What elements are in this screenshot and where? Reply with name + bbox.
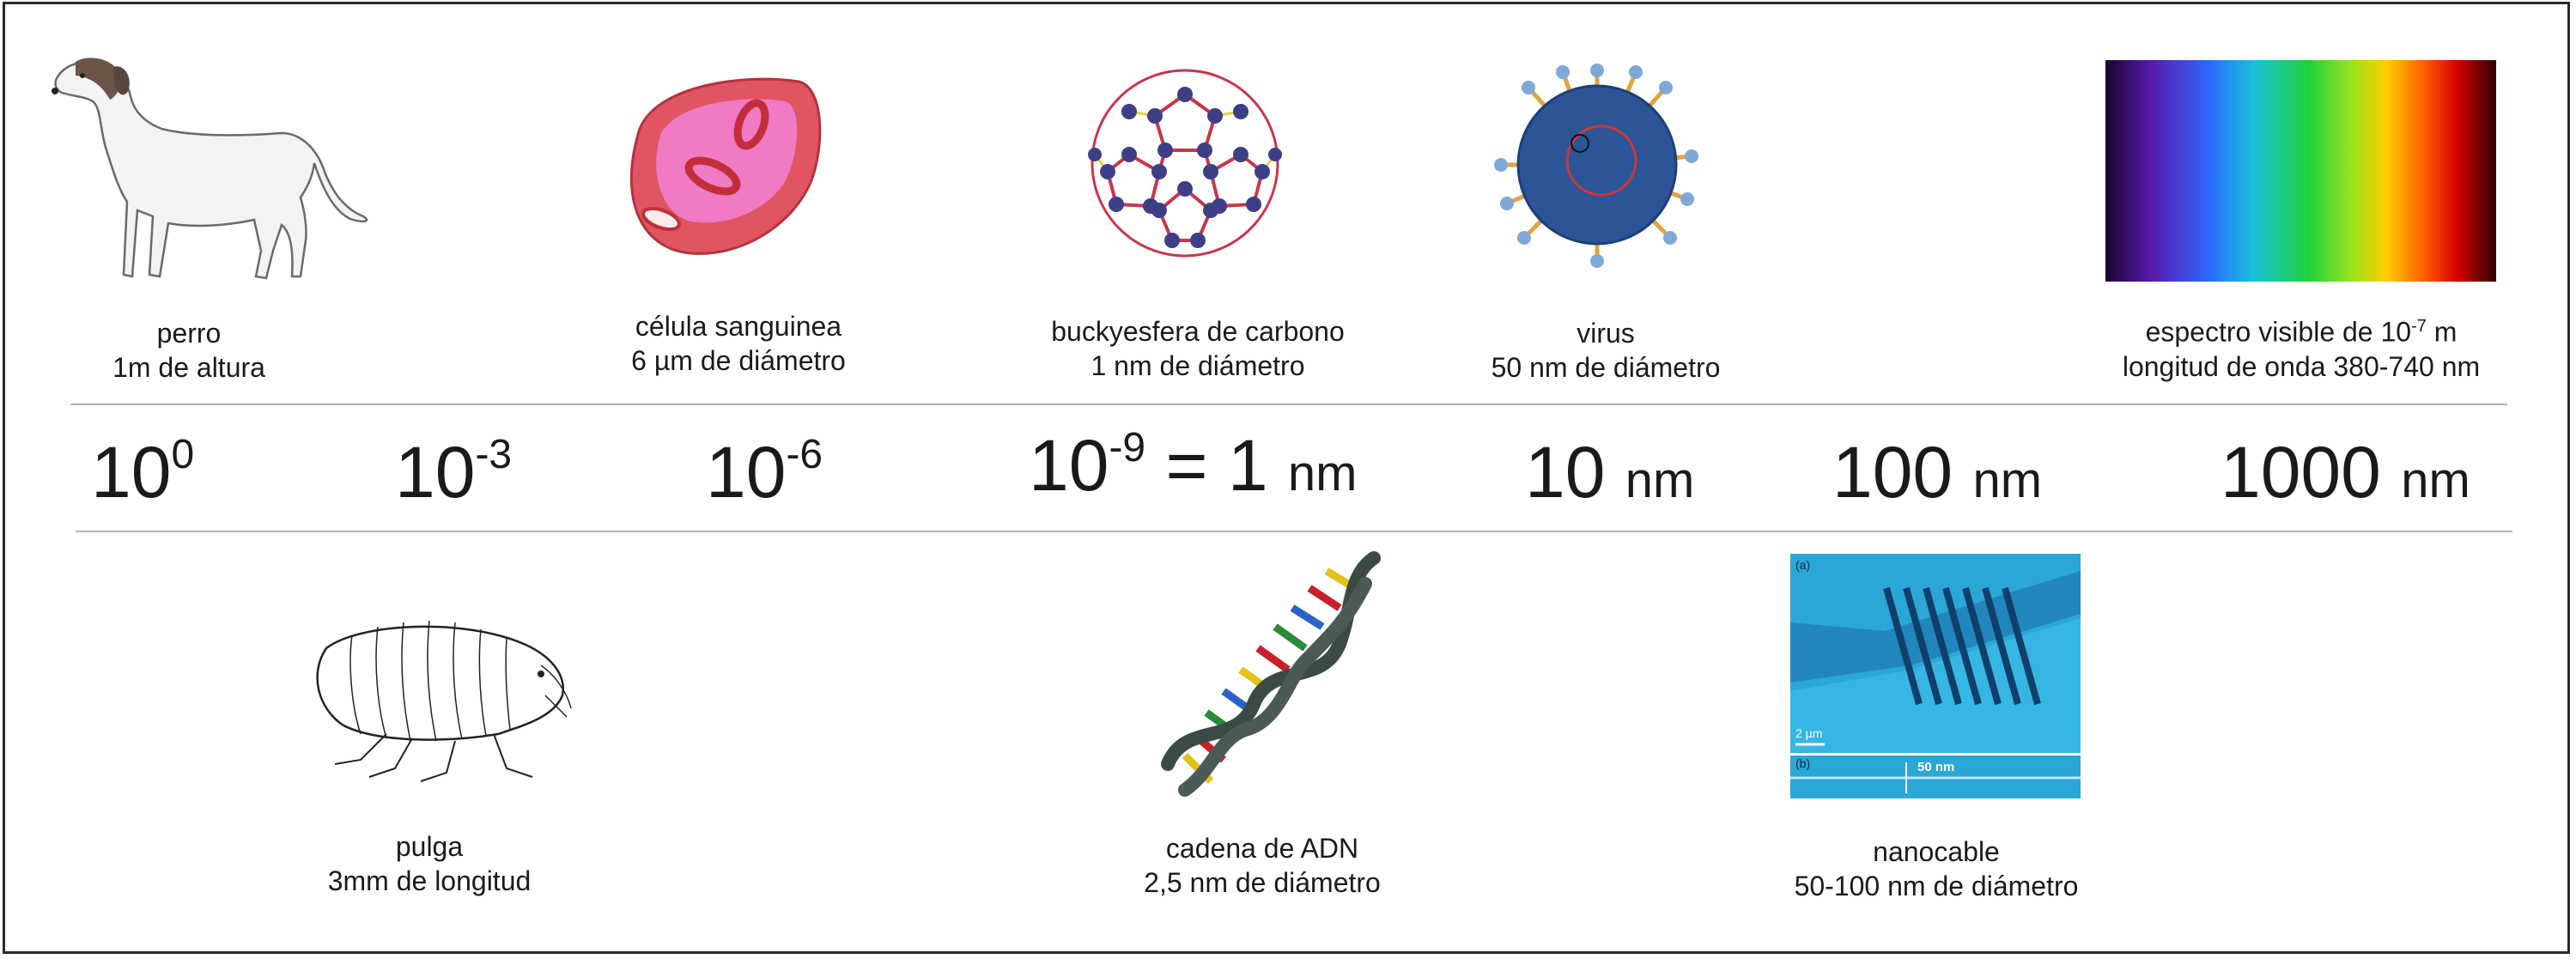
caption-pulga-size: 3mm de longitud bbox=[327, 865, 532, 896]
micrograph-scalebar: 2 µm bbox=[1795, 726, 1822, 740]
virus-illustration bbox=[1494, 64, 1698, 268]
nanowire-micrograph: (a) 2 µm (b) 50 nm bbox=[1790, 554, 2081, 798]
caption-bucky-name: buckyesfera de carbono bbox=[1051, 316, 1345, 347]
caption-espectro: espectro visible de 10-7 m longitud de o… bbox=[2061, 309, 2542, 384]
scale-10-0: 100 bbox=[91, 432, 195, 513]
caption-nanocable: nanocable 50-100 nm de diámetro bbox=[1760, 835, 2112, 903]
caption-nanocable-size: 50-100 nm de diámetro bbox=[1794, 871, 2079, 901]
nanowire-micrograph-a: (a) 2 µm bbox=[1790, 554, 2081, 753]
scale-10-nm: 10 nm bbox=[1525, 432, 1695, 513]
blood-cell-illustration bbox=[629, 77, 822, 255]
scale-100-nm: 100 nm bbox=[1832, 432, 2043, 513]
caption-pulga-name: pulga bbox=[395, 831, 464, 862]
caption-nanocable-name: nanocable bbox=[1873, 836, 2000, 867]
scale-bottom-rule bbox=[76, 531, 2512, 532]
caption-celula-size: 6 µm de diámetro bbox=[631, 345, 846, 376]
buckyball-illustration bbox=[1088, 69, 1282, 258]
caption-perro-size: 1m de altura bbox=[112, 352, 265, 383]
dna-illustration bbox=[1161, 551, 1381, 797]
caption-celula-name: célula sanguinea bbox=[635, 311, 842, 342]
caption-perro: perro 1m de altura bbox=[52, 316, 326, 385]
flea-illustration bbox=[316, 620, 572, 782]
scale-top-rule bbox=[70, 404, 2507, 405]
dog-illustration bbox=[52, 58, 368, 280]
nanowire-micrograph-b: (b) 50 nm bbox=[1790, 756, 2081, 798]
caption-adn: cadena de ADN 2,5 nm de diámetro bbox=[1108, 831, 1417, 900]
micrograph-wire-label: 50 nm bbox=[1917, 760, 1954, 774]
micrograph-label-a: (a) bbox=[1795, 558, 1810, 572]
caption-virus-size: 50 nm de diámetro bbox=[1491, 352, 1721, 383]
caption-virus-name: virus bbox=[1577, 318, 1635, 349]
scale-10-minus-9: 10-9 = 1 nm bbox=[1029, 425, 1358, 506]
caption-perro-name: perro bbox=[156, 318, 222, 349]
caption-virus: virus 50 nm de diámetro bbox=[1451, 316, 1760, 385]
scale-10-minus-6: 10-6 bbox=[706, 432, 823, 513]
caption-adn-size: 2,5 nm de diámetro bbox=[1144, 867, 1381, 898]
micrograph-label-b: (b) bbox=[1795, 756, 1810, 770]
scale-10-minus-3: 10-3 bbox=[395, 432, 513, 513]
caption-bucky-size: 1 nm de diámetro bbox=[1091, 350, 1305, 381]
caption-bucky: buckyesfera de carbono 1 nm de diámetro bbox=[1013, 314, 1382, 383]
caption-adn-name: cadena de ADN bbox=[1165, 833, 1359, 864]
figure-frame bbox=[3, 2, 2570, 954]
scale-1000-nm: 1000 nm bbox=[2221, 432, 2470, 513]
caption-pulga: pulga 3mm de longitud bbox=[292, 829, 567, 898]
caption-espectro-title: espectro visible de 10-7 m bbox=[2145, 316, 2458, 348]
caption-celula: célula sanguinea 6 µm de diámetro bbox=[584, 309, 893, 378]
visible-spectrum-bar bbox=[2105, 60, 2496, 282]
caption-espectro-range: longitud de onda 380-740 nm bbox=[2122, 350, 2481, 382]
